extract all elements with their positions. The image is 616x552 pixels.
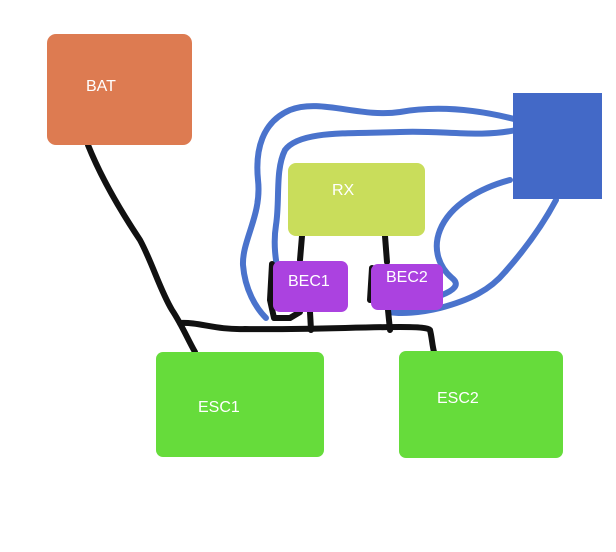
esc1-label: ESC1 <box>198 399 240 416</box>
blue-wire-outer <box>239 103 521 321</box>
unlabeled-blue-block <box>513 93 602 199</box>
bec2-label: BEC2 <box>386 269 428 286</box>
rx-to-bec1-wire <box>267 233 314 333</box>
bec1-box <box>273 261 348 312</box>
power-bus-wire <box>177 319 437 355</box>
bec2-box <box>371 264 443 310</box>
esc1-box <box>156 352 324 457</box>
esc2-label: ESC2 <box>437 390 479 407</box>
blue-wire-right-lower <box>387 197 559 316</box>
receiver-box <box>288 163 425 236</box>
esc2-box <box>399 351 563 458</box>
receiver-label: RX <box>332 182 355 199</box>
battery-box <box>47 34 192 145</box>
battery-label: BAT <box>86 78 116 95</box>
bec1-label: BEC1 <box>288 273 330 290</box>
bat-to-esc1-wire <box>85 142 198 355</box>
blue-wire-inner <box>271 127 519 301</box>
